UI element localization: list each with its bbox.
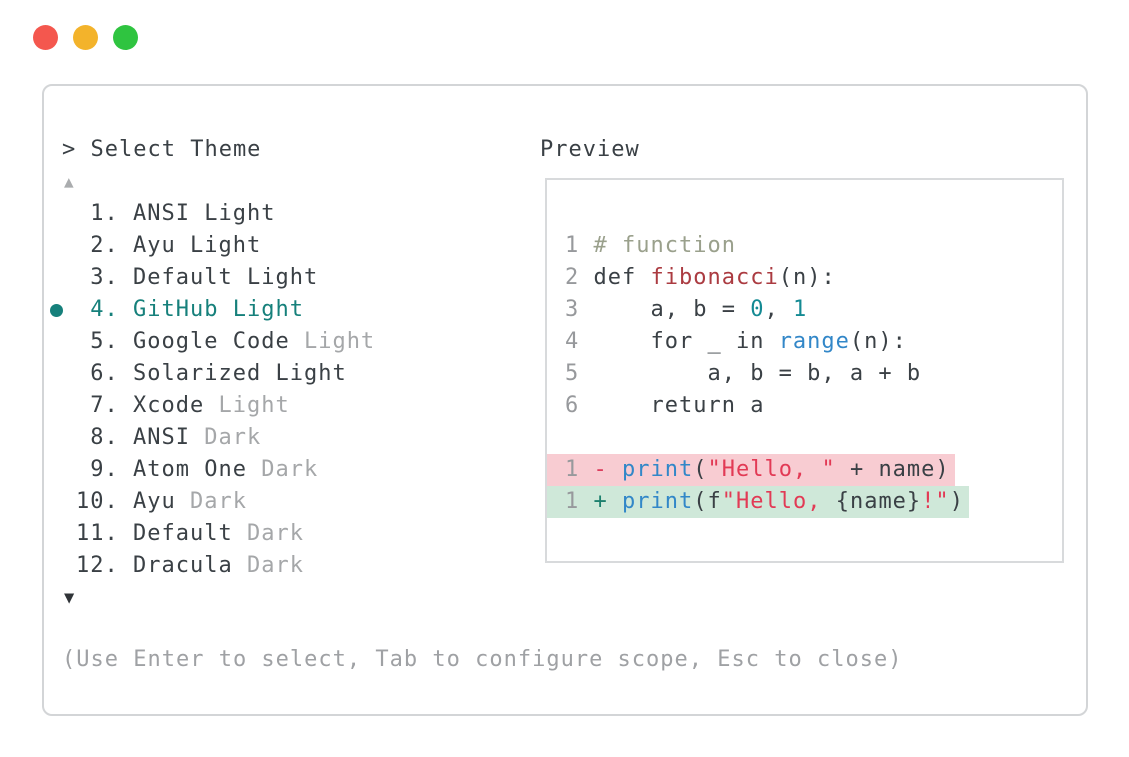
- theme-list-item[interactable]: 5. Google Code Light: [62, 326, 375, 358]
- theme-list-item[interactable]: 12. Dracula Dark: [62, 550, 375, 582]
- theme-list-item[interactable]: 11. Default Dark: [62, 518, 375, 550]
- preview-title: Preview: [540, 137, 640, 162]
- keyboard-hints: (Use Enter to select, Tab to configure s…: [62, 647, 903, 672]
- code-line: 3 a, b = 0, 1: [565, 297, 808, 322]
- theme-item-variant: Light: [190, 233, 262, 258]
- theme-item-variant: Dark: [246, 521, 304, 546]
- theme-list-item[interactable]: 10. Ayu Dark: [62, 486, 375, 518]
- theme-item-variant: Light: [232, 297, 304, 322]
- theme-item-name: Default: [133, 265, 233, 290]
- theme-item-number: 10.: [76, 489, 119, 514]
- theme-item-name: Ayu: [133, 489, 176, 514]
- theme-item-number: 12.: [76, 553, 119, 578]
- diff-line-removed: 1 - print("Hello, " + name): [547, 454, 1062, 486]
- theme-item-variant: Light: [275, 361, 347, 386]
- theme-item-name: Xcode: [133, 393, 205, 418]
- scroll-up-icon[interactable]: ▲: [64, 172, 74, 191]
- blank-line: [547, 422, 1062, 454]
- theme-item-variant: Light: [204, 201, 276, 226]
- theme-item-number: 4.: [76, 297, 119, 322]
- theme-list: 1. ANSI Light 2. Ayu Light 3. Default Li…: [50, 198, 375, 582]
- zoom-button[interactable]: [113, 25, 138, 50]
- theme-item-variant: Dark: [204, 425, 262, 450]
- selected-bullet-icon: [50, 304, 63, 317]
- theme-item-number: 9.: [76, 457, 119, 482]
- theme-item-number: 8.: [76, 425, 119, 450]
- theme-picker-dialog: > Select Theme ▲ 1. ANSI Light 2. Ayu Li…: [42, 84, 1088, 716]
- theme-item-name: Atom One: [133, 457, 247, 482]
- theme-item-name: Ayu: [133, 233, 176, 258]
- theme-item-number: 1.: [76, 201, 119, 226]
- minimize-button[interactable]: [73, 25, 98, 50]
- code-line: 4 for _ in range(n):: [565, 329, 907, 354]
- theme-selector-column: > Select Theme ▲ 1. ANSI Light 2. Ayu Li…: [50, 134, 375, 614]
- theme-list-item[interactable]: 2. Ayu Light: [62, 230, 375, 262]
- code-line: 6 return a: [565, 393, 765, 418]
- theme-item-number: 3.: [76, 265, 119, 290]
- close-button[interactable]: [33, 25, 58, 50]
- theme-list-item[interactable]: 4. GitHub Light: [50, 294, 375, 326]
- theme-item-name: Solarized: [133, 361, 262, 386]
- dialog-title: > Select Theme: [62, 137, 262, 162]
- theme-item-number: 11.: [76, 521, 119, 546]
- theme-item-name: Dracula: [133, 553, 233, 578]
- code-line: 5 a, b = b, a + b: [565, 361, 922, 386]
- theme-item-variant: Dark: [261, 457, 319, 482]
- diff-line-added: 1 + print(f"Hello, {name}!"): [547, 486, 1062, 518]
- theme-item-name: Default: [133, 521, 233, 546]
- theme-list-item[interactable]: 8. ANSI Dark: [62, 422, 375, 454]
- theme-item-number: 7.: [76, 393, 119, 418]
- theme-list-item[interactable]: 1. ANSI Light: [62, 198, 375, 230]
- theme-list-item[interactable]: 7. Xcode Light: [62, 390, 375, 422]
- theme-item-variant: Light: [218, 393, 290, 418]
- code-preview: 1 # function 2 def fibonacci(n): 3 a, b = …: [547, 180, 1062, 518]
- theme-item-variant: Dark: [190, 489, 247, 514]
- theme-item-name: ANSI: [133, 425, 190, 450]
- theme-list-item[interactable]: 6. Solarized Light: [62, 358, 375, 390]
- theme-item-number: 5.: [76, 329, 119, 354]
- theme-item-name: ANSI: [133, 201, 190, 226]
- theme-item-variant: Dark: [246, 553, 304, 578]
- scroll-down-icon[interactable]: ▼: [64, 588, 75, 608]
- code-line: 2 def fibonacci(n):: [565, 265, 836, 290]
- code-line: 1 # function: [565, 233, 736, 258]
- theme-item-variant: Light: [303, 329, 376, 354]
- theme-item-name: Google Code: [133, 329, 290, 354]
- theme-item-number: 6.: [76, 361, 119, 386]
- theme-item-variant: Light: [246, 265, 319, 290]
- theme-item-name: GitHub: [133, 297, 219, 322]
- window-controls: [33, 25, 138, 50]
- theme-item-number: 2.: [76, 233, 119, 258]
- theme-list-item[interactable]: 9. Atom One Dark: [62, 454, 375, 486]
- preview-pane: 1 # function 2 def fibonacci(n): 3 a, b = …: [545, 178, 1064, 563]
- theme-list-item[interactable]: 3. Default Light: [62, 262, 375, 294]
